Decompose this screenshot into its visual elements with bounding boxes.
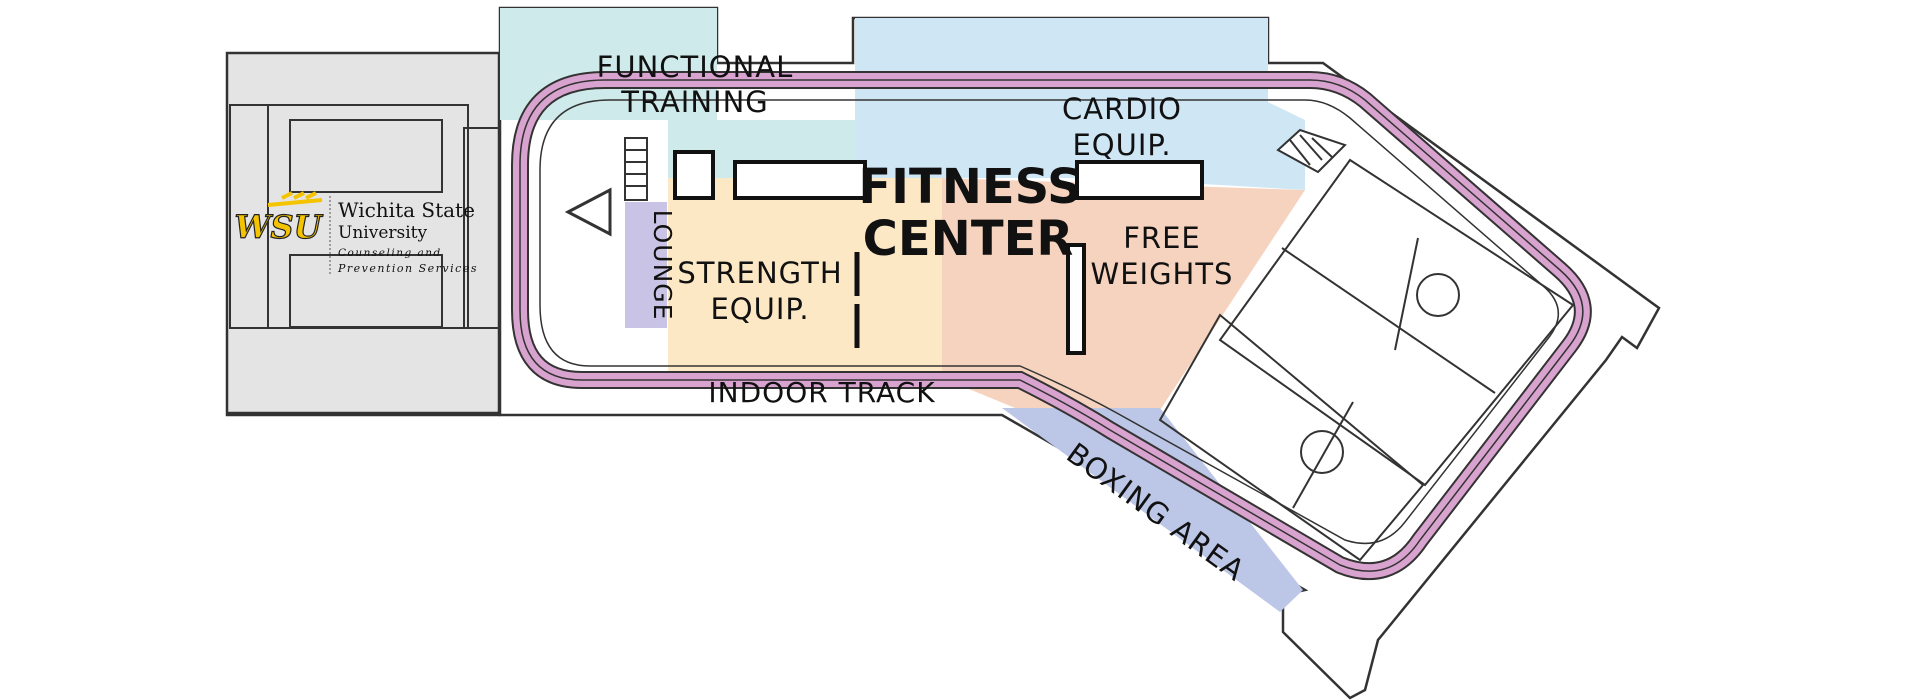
cardio-label-2: EQUIP. — [1072, 128, 1171, 162]
wheat-icon — [267, 191, 323, 207]
functional-training-label-1: FUNCTIONAL — [597, 50, 794, 84]
basketball-courts — [1158, 158, 1575, 562]
free-weights-label-1: FREE — [1123, 221, 1200, 255]
stairs-right — [1276, 128, 1347, 174]
free-weights-zone — [942, 178, 1305, 410]
lounge-zone — [625, 202, 667, 328]
wsu-dept-2: Prevention Services — [337, 262, 478, 275]
indoor-track — [511, 71, 1592, 581]
indoor-track-label: INDOOR TRACK — [708, 376, 935, 409]
left-building — [225, 51, 530, 417]
fitness-center-title-2: CENTER — [863, 211, 1074, 267]
lounge-label: LOUNGE — [648, 210, 677, 321]
strength-label-1: STRENGTH — [677, 256, 842, 290]
wsu-dept-1: Counseling and — [338, 247, 442, 259]
wsu-name-1: Wichita State — [338, 198, 475, 222]
functional-training-label-2: TRAINING — [620, 85, 769, 119]
track-inner-edge — [539, 99, 1560, 545]
wsu-name-2: University — [338, 223, 427, 243]
wsu-logo-mark: WSU — [235, 208, 324, 246]
stairs-left — [624, 137, 648, 201]
entrance-triangle-icon — [564, 187, 612, 237]
boxing-zone — [1002, 408, 1303, 612]
cardio-label-1: CARDIO — [1062, 92, 1182, 126]
strength-label-2: EQUIP. — [710, 292, 809, 326]
free-weights-label-2: WEIGHTS — [1091, 257, 1234, 291]
cardio-zone — [855, 18, 1305, 190]
wsu-logo: WSU Wichita State University Counseling … — [234, 191, 478, 276]
strength-zone — [668, 178, 942, 378]
functional-training-zone — [500, 8, 855, 178]
fitness-center-title-1: FITNESS — [858, 159, 1081, 215]
equipment-blocks — [673, 150, 1204, 355]
